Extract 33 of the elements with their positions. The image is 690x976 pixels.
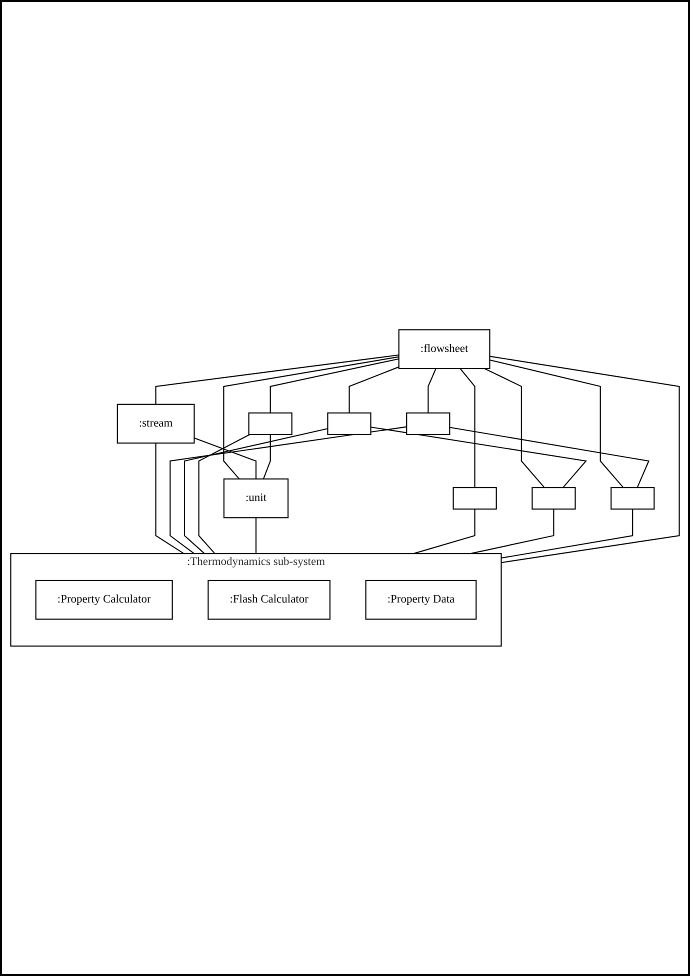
connector <box>490 356 680 564</box>
connector <box>223 356 399 480</box>
connector <box>370 426 588 488</box>
node-box: :Flash Calculator <box>208 580 330 620</box>
node-box <box>406 412 450 436</box>
connector <box>428 368 436 414</box>
node-box: :Property Data <box>365 580 477 620</box>
node-box: :flowsheet <box>398 329 490 370</box>
connector <box>155 443 184 554</box>
connector <box>255 518 257 554</box>
connector <box>348 366 400 414</box>
connector <box>460 368 476 488</box>
connector <box>490 360 624 488</box>
connector <box>501 509 634 559</box>
connector <box>262 434 271 480</box>
node-box <box>248 412 292 436</box>
node-box <box>452 487 497 510</box>
connector <box>170 426 407 554</box>
connector <box>450 426 650 488</box>
connector <box>270 358 399 414</box>
node-box <box>327 412 372 436</box>
connector <box>484 368 545 488</box>
connector <box>155 354 399 404</box>
node-box: :stream <box>116 404 195 444</box>
connector <box>414 509 476 554</box>
node-box: :unit <box>223 478 289 518</box>
node-box <box>610 487 655 510</box>
node-box <box>532 487 576 510</box>
connector <box>184 428 328 554</box>
connector <box>470 509 554 554</box>
connector <box>198 434 250 554</box>
node-box: :Property Calculator <box>35 580 173 620</box>
connector <box>194 438 257 480</box>
